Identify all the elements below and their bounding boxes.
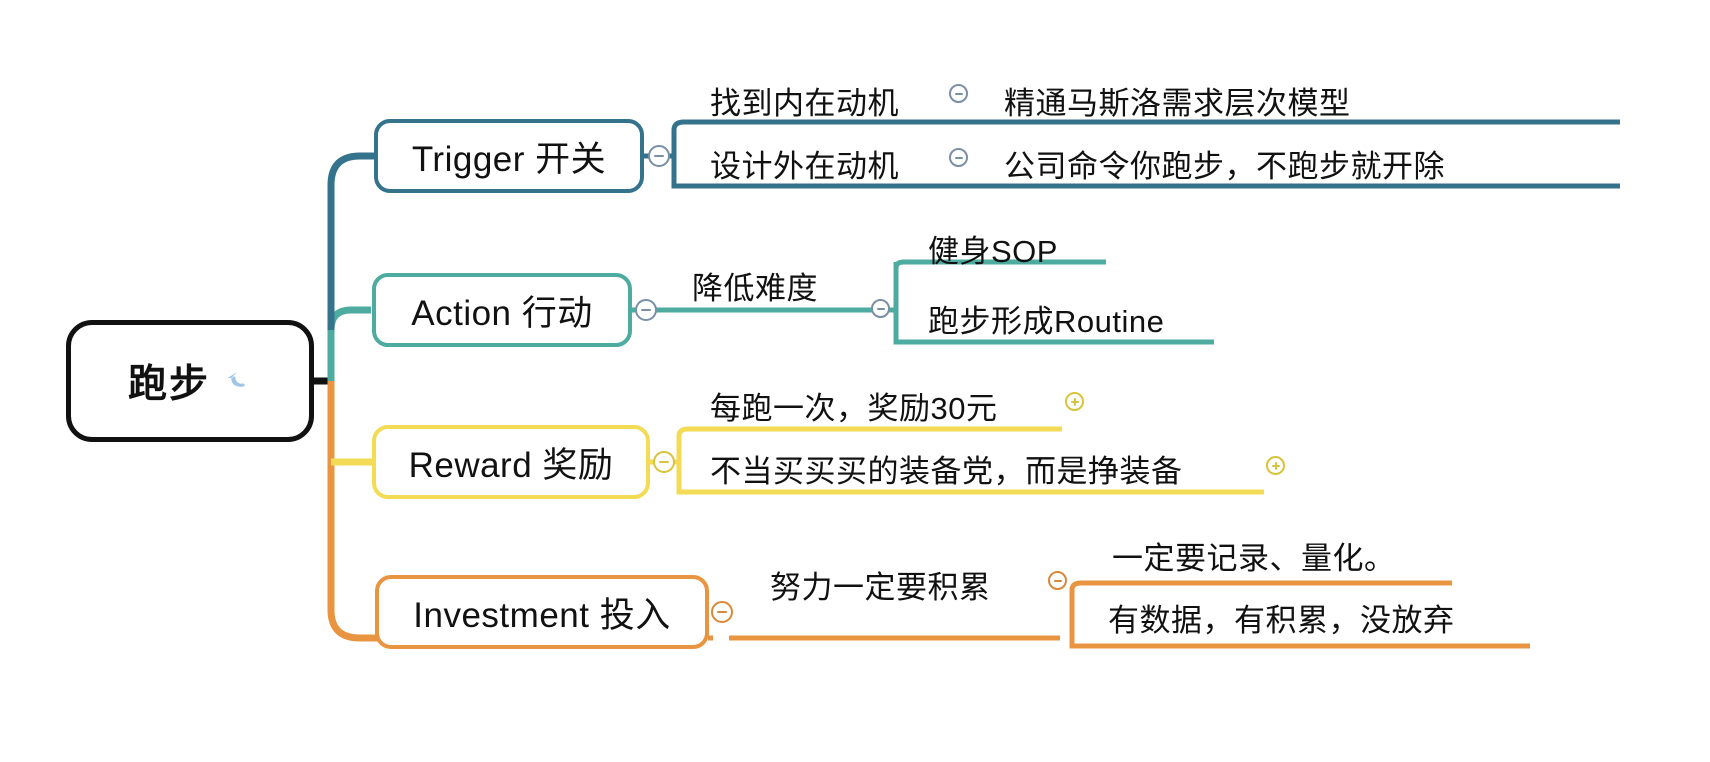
leaf-trigger-grandchild-0[interactable]: 精通马斯洛需求层次模型: [1004, 78, 1351, 123]
leaf-reward-child-0[interactable]: 每跑一次，奖励30元: [710, 383, 997, 428]
branch-node-trigger[interactable]: Trigger 开关: [374, 119, 644, 193]
branch-node-reward[interactable]: Reward 奖励: [372, 425, 650, 499]
branch-label-reward: Reward 奖励: [408, 445, 614, 485]
leaf-label: 公司命令你跑步，不跑步就开除: [1004, 149, 1445, 184]
collapse-toggle-trigger-1[interactable]: [949, 148, 968, 167]
leaf-action-grandchild-1[interactable]: 跑步形成Routine: [928, 296, 1164, 341]
leaf-label: 不当买买买的装备党，而是挣装备: [710, 454, 1183, 489]
leaf-label: 跑步形成Routine: [928, 304, 1165, 339]
collapse-toggle-reward[interactable]: [653, 451, 675, 473]
leaf-label: 每跑一次，奖励30元: [710, 391, 998, 426]
branch-label-trigger: Trigger 开关: [411, 139, 607, 179]
leaf-trigger-child-0[interactable]: 找到内在动机: [710, 78, 899, 123]
leaf-label: 一定要记录、量化。: [1112, 541, 1396, 576]
expand-toggle-reward-1[interactable]: [1266, 456, 1285, 475]
leaf-investment-grandchild-1[interactable]: 有数据，有积累，没放弃: [1108, 595, 1455, 640]
curved-arrow-icon: [222, 366, 252, 396]
leaf-action-grandchild-0[interactable]: 健身SOP: [928, 226, 1058, 271]
leaf-label: 精通马斯洛需求层次模型: [1004, 86, 1351, 121]
branch-node-action[interactable]: Action 行动: [372, 273, 632, 347]
branch-label-action: Action 行动: [411, 293, 593, 333]
leaf-investment-grandchild-0[interactable]: 一定要记录、量化。: [1112, 533, 1396, 578]
leaf-label: 降低难度: [692, 271, 818, 306]
leaf-trigger-child-1[interactable]: 设计外在动机: [710, 141, 899, 186]
collapse-toggle-investment-0[interactable]: [1048, 571, 1067, 590]
leaf-label: 找到内在动机: [710, 86, 899, 121]
leaf-trigger-grandchild-1[interactable]: 公司命令你跑步，不跑步就开除: [1004, 141, 1445, 186]
leaf-investment-child-0[interactable]: 努力一定要积累: [770, 562, 991, 607]
leaf-action-child-0[interactable]: 降低难度: [692, 263, 818, 308]
leaf-reward-child-1[interactable]: 不当买买买的装备党，而是挣装备: [710, 446, 1183, 491]
collapse-toggle-action[interactable]: [635, 299, 657, 321]
leaf-label: 健身SOP: [928, 234, 1058, 269]
collapse-toggle-investment[interactable]: [711, 601, 733, 623]
collapse-toggle-action-0[interactable]: [871, 299, 890, 318]
collapse-toggle-trigger-0[interactable]: [949, 84, 968, 103]
leaf-label: 有数据，有积累，没放弃: [1108, 603, 1455, 638]
root-node[interactable]: 跑步: [66, 320, 314, 442]
leaf-label: 设计外在动机: [710, 149, 899, 184]
expand-toggle-reward-0[interactable]: [1065, 392, 1084, 411]
root-label: 跑步: [127, 363, 210, 406]
collapse-toggle-trigger[interactable]: [648, 145, 670, 167]
branch-node-investment[interactable]: Investment 投入: [375, 575, 709, 649]
branch-label-investment: Investment 投入: [413, 595, 671, 635]
leaf-label: 努力一定要积累: [770, 570, 991, 605]
